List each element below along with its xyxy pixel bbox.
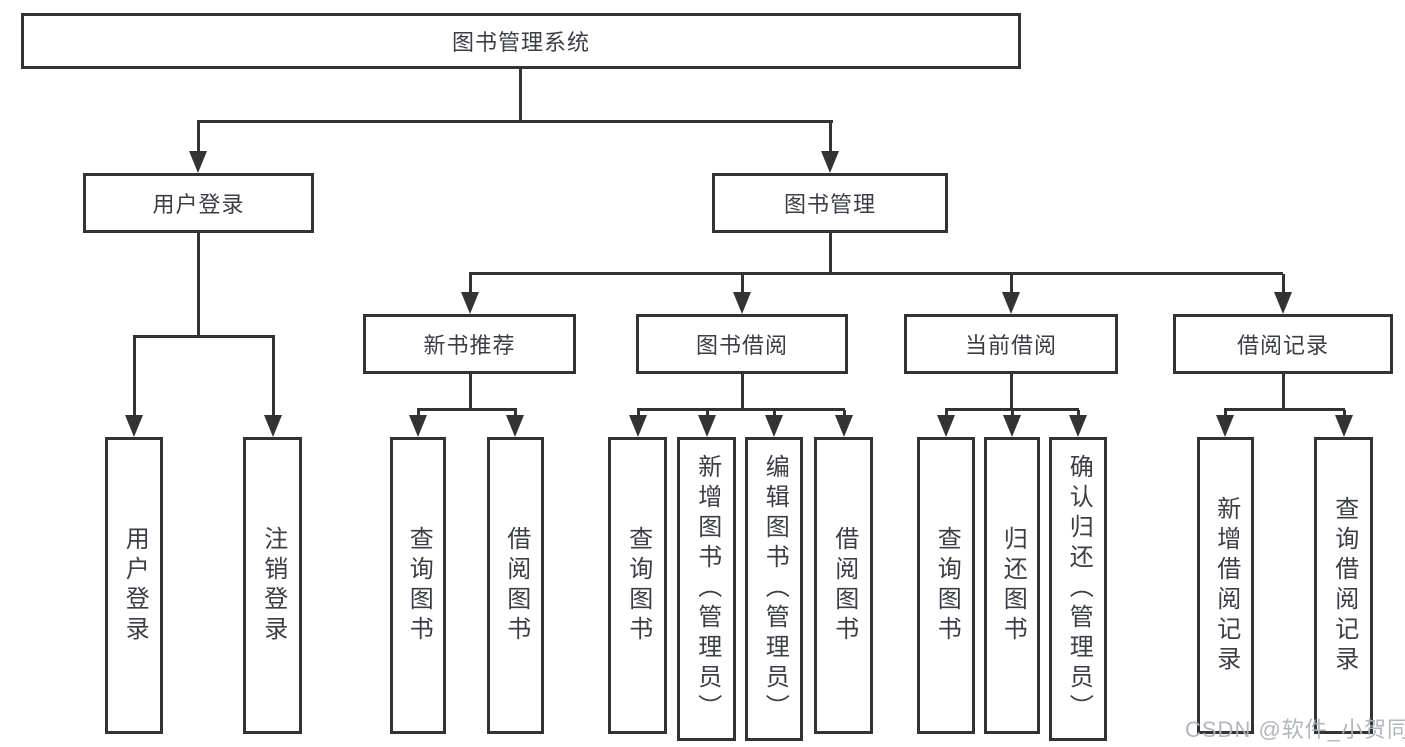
leaf-label: 借阅图书 [502,525,530,646]
leaf-add-borrow-record: 新增借阅记录 [1197,437,1254,734]
node-label: 图书管理 [783,192,876,217]
connector-line [197,122,200,152]
leaf-label: 查询图书 [405,525,433,646]
leaf-return-book: 归还图书 [984,437,1040,734]
leaf-borrow-book: 借阅图书 [814,437,873,734]
arrow-down-icon [461,292,479,314]
node-current-borrowing: 当前借阅 [904,314,1118,374]
node-root: 图书管理系统 [21,13,1021,69]
connector-line [417,408,517,411]
connector-line [469,374,472,410]
arrow-down-icon [1002,292,1020,314]
node-book-management: 图书管理 [712,173,948,233]
node-label: 当前借阅 [964,333,1057,358]
leaf-label: 注销登录 [259,525,287,646]
connector-line [1011,410,1014,416]
arrow-down-icon [1274,292,1292,314]
arrow-down-icon [1335,415,1353,437]
leaf-label: 查询借阅记录 [1330,495,1358,676]
arrow-down-icon [125,415,143,437]
connector-line [637,410,640,416]
connector-line [773,410,776,416]
arrow-down-icon [189,151,207,173]
arrow-down-icon [629,415,647,437]
leaf-label: 编辑图书（管理员） [761,454,789,724]
connector-line [469,272,1283,275]
arrow-down-icon [506,415,524,437]
leaf-label: 借阅图书 [830,525,858,646]
arrow-down-icon [765,415,783,437]
connector-line [843,410,846,416]
connector-line [197,120,833,123]
connector-line [197,233,200,337]
connector-line [829,122,832,152]
arrow-down-icon [1216,415,1234,437]
csdn-watermark: CSDN @软件_小贺同学 [1185,717,1405,742]
arrow-down-icon [264,415,282,437]
node-borrowing-records: 借阅记录 [1173,314,1393,374]
leaf-label: 新增图书（管理员） [693,454,721,724]
leaf-add-book-admin: 新增图书（管理员） [677,437,736,741]
connector-line [1010,374,1013,410]
leaf-query-book-current: 查询图书 [917,437,975,734]
node-label: 用户登录 [152,192,245,217]
leaf-label: 查询图书 [933,525,961,646]
arrow-down-icon [1069,415,1087,437]
arrow-down-icon [698,415,716,437]
leaf-confirm-return-admin: 确认归还（管理员） [1049,437,1107,741]
connector-line [1224,410,1227,416]
leaf-user-login: 用户登录 [105,437,163,734]
connector-line [272,337,275,415]
connector-line [1077,410,1080,416]
connector-line [637,408,845,411]
connector-line [1343,410,1346,416]
arrow-down-icon [1003,415,1021,437]
node-new-book-recommend: 新书推荐 [363,314,576,374]
leaf-logout: 注销登录 [243,437,302,734]
node-book-borrowing: 图书借阅 [636,314,848,374]
node-label: 图书管理系统 [451,30,590,55]
arrow-down-icon [409,415,427,437]
node-user-login: 用户登录 [83,173,314,233]
connector-line [829,233,832,274]
connector-line [1010,274,1013,292]
connector-line [706,410,709,416]
node-label: 图书借阅 [695,333,788,358]
connector-line [469,274,472,292]
node-label: 借阅记录 [1236,333,1329,358]
connector-line [133,335,275,338]
connector-line [417,410,420,416]
leaf-query-book-borrow: 查询图书 [608,437,667,734]
leaf-label: 归还图书 [999,525,1027,646]
connector-line [1224,408,1345,411]
leaf-label: 新增借阅记录 [1212,495,1240,676]
connector-line [133,337,136,415]
node-label: 新书推荐 [423,333,516,358]
arrow-down-icon [821,151,839,173]
connector-line [945,408,1079,411]
arrow-down-icon [733,292,751,314]
connector-line [519,69,522,123]
leaf-borrow-book-recommend: 借阅图书 [487,437,544,734]
leaf-query-book-recommend: 查询图书 [390,437,446,734]
leaf-edit-book-admin: 编辑图书（管理员） [745,437,803,741]
leaf-label: 查询图书 [624,525,652,646]
connector-line [1282,274,1285,292]
leaf-query-borrow-record: 查询借阅记录 [1314,437,1373,734]
connector-line [741,274,744,292]
connector-line [741,374,744,410]
leaf-label: 用户登录 [121,525,149,646]
arrow-down-icon [835,415,853,437]
connector-line [514,410,517,416]
leaf-label: 确认归还（管理员） [1065,454,1093,724]
connector-line [1282,374,1285,410]
arrow-down-icon [937,415,955,437]
connector-line [945,410,948,416]
